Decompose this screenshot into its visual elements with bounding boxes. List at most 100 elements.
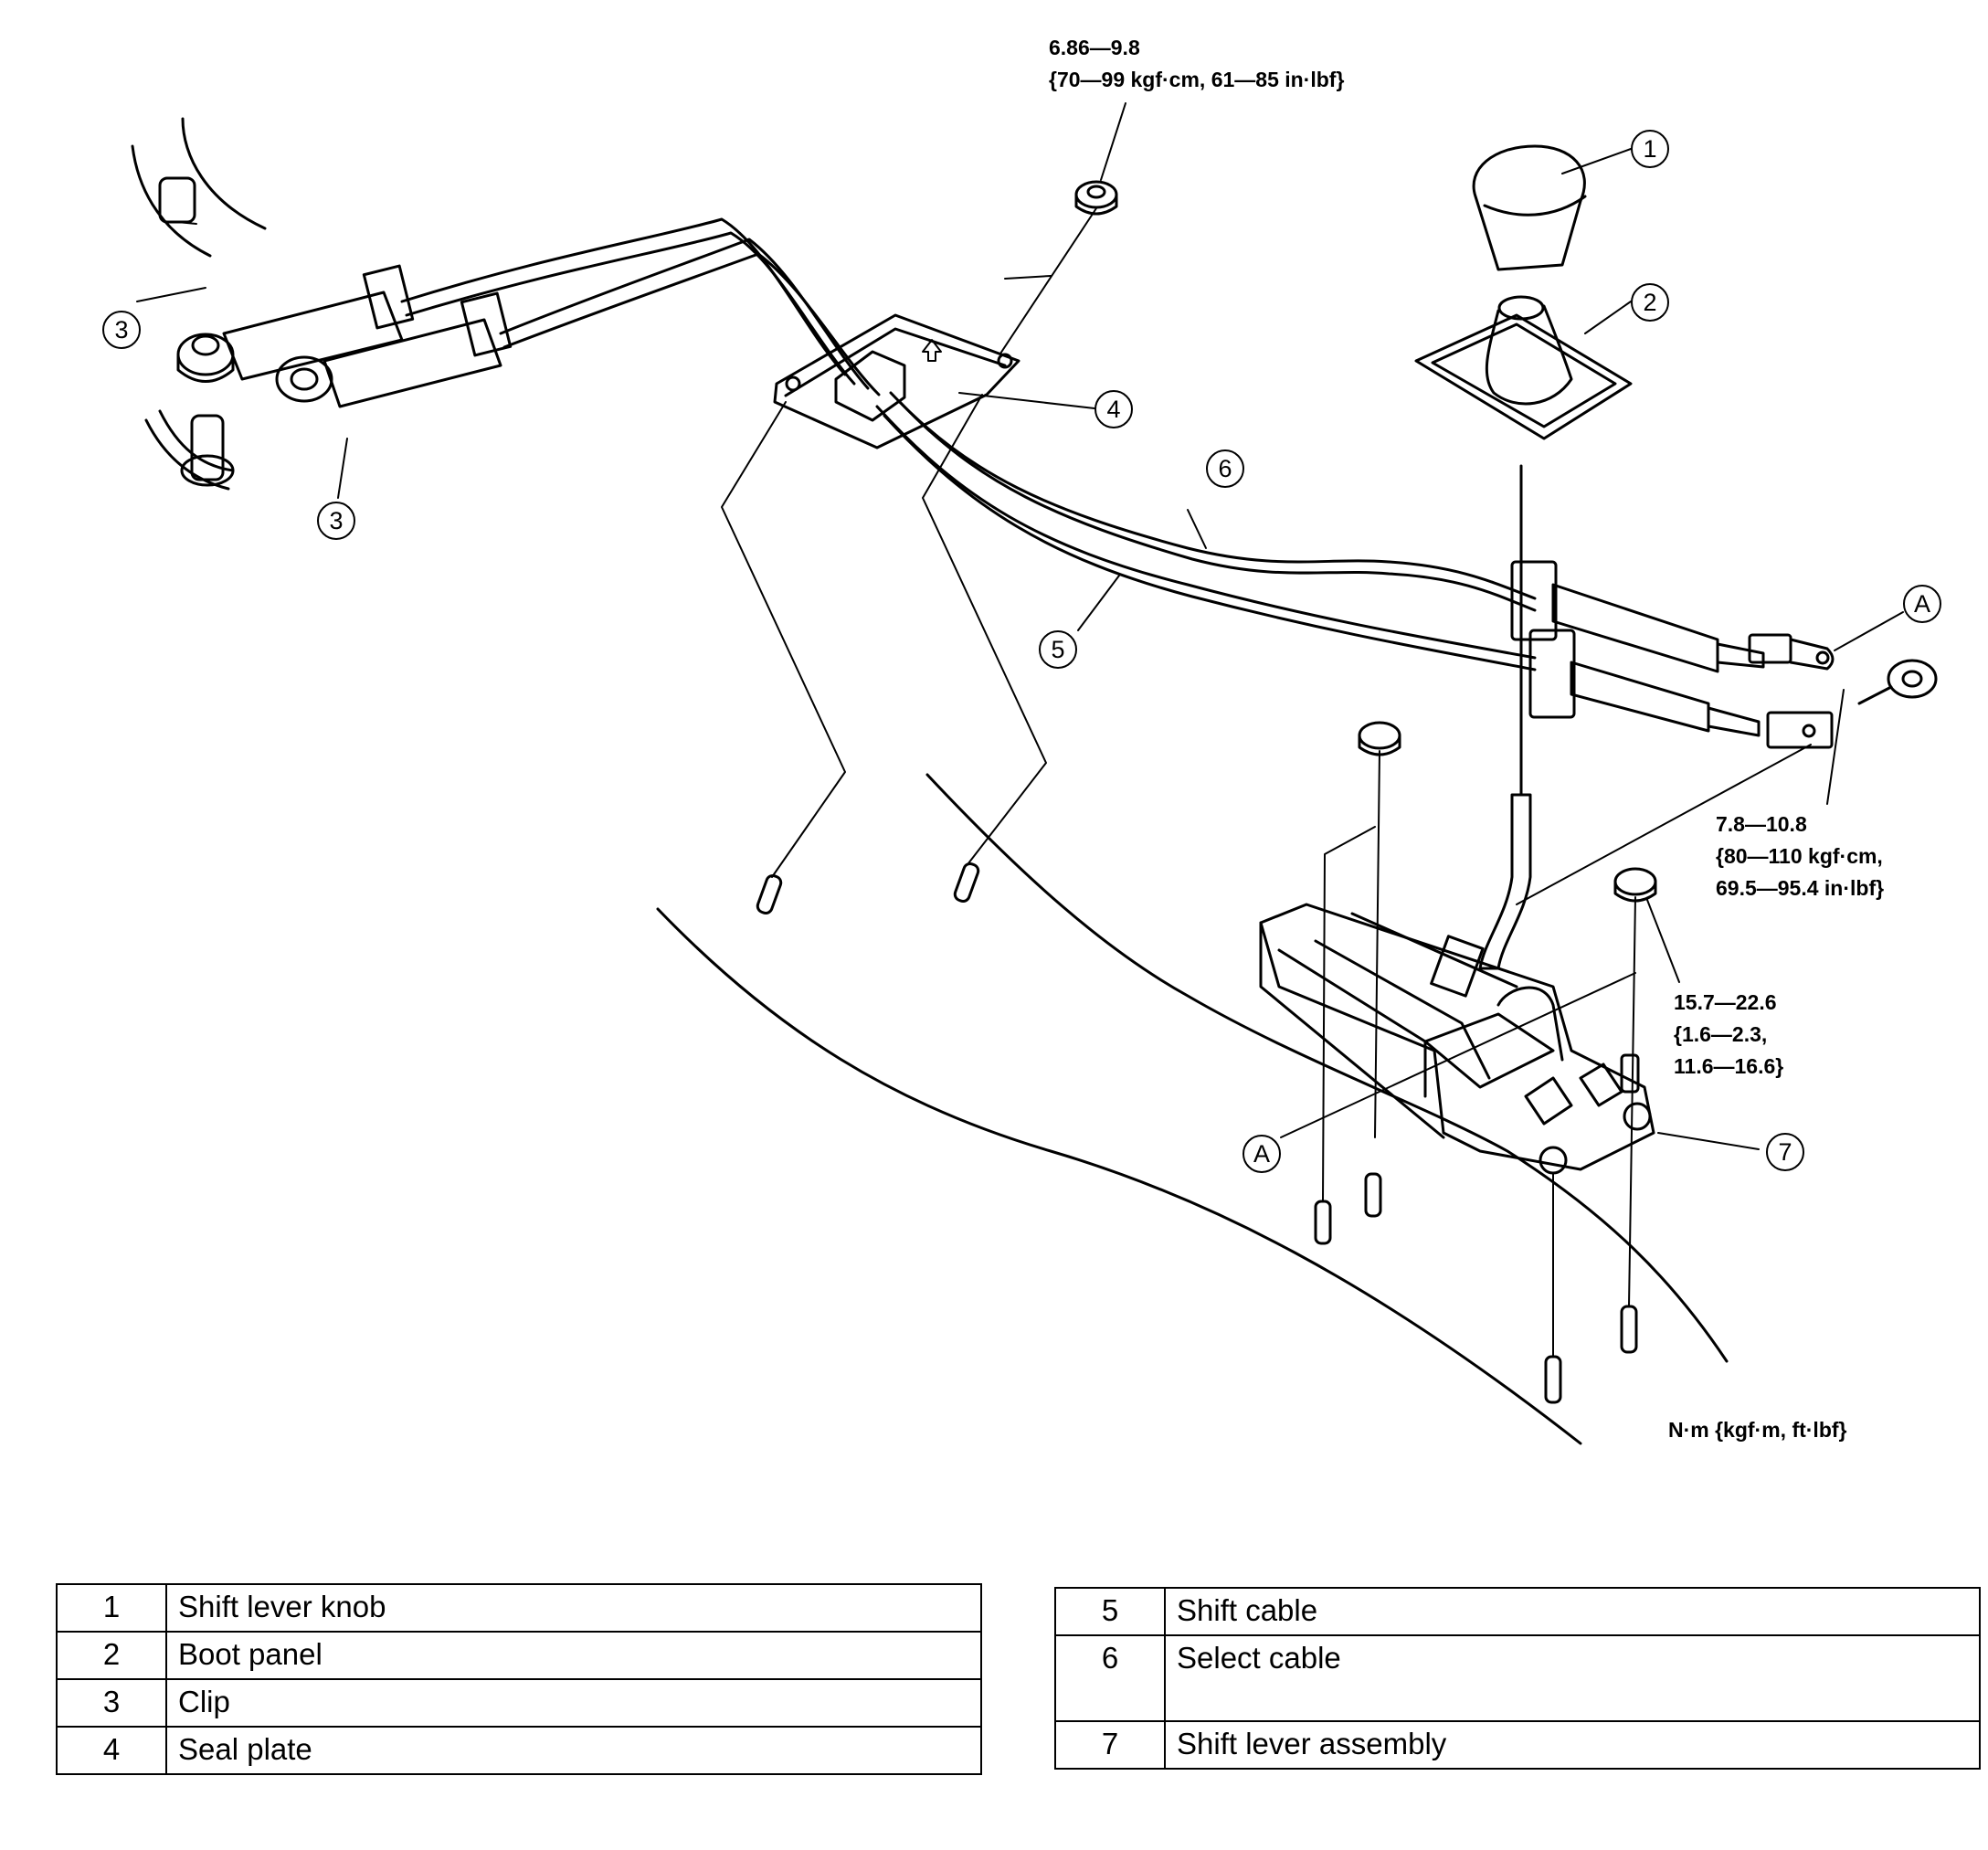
transmission-lever-outline <box>131 144 212 258</box>
legend-part-name: Boot panel <box>165 1631 982 1680</box>
exploded-view-drawing <box>131 102 1938 1445</box>
leader-line <box>1280 972 1636 1138</box>
seal-plate <box>773 313 1020 449</box>
lever-rod-shape <box>1478 793 1532 970</box>
stud <box>1364 1172 1382 1218</box>
legend-row: 7 Shift lever assembly <box>1054 1720 1981 1770</box>
stud <box>1620 1305 1638 1354</box>
seal-plate-grommet <box>834 350 906 422</box>
leader-line <box>1646 899 1680 983</box>
torque-line: 7.8—10.8 <box>1716 812 1807 836</box>
transmission-lever-outline <box>181 117 267 230</box>
leader-line <box>1187 509 1207 549</box>
callout-6: 6 <box>1206 449 1244 488</box>
torque-spec-cable-end: 7.8—10.8 {80—110 kgf·cm, 69.5—95.4 in·lb… <box>1716 809 1884 904</box>
legend-row: 6 Select cable <box>1054 1634 1981 1722</box>
torque-line: {1.6—2.3, <box>1674 1022 1768 1046</box>
legend-number: 1 <box>56 1583 167 1633</box>
callout-3-upper: 3 <box>102 311 141 349</box>
legend-number: 4 <box>56 1726 167 1775</box>
leader-line <box>136 287 206 302</box>
seal-plate-arrow <box>922 339 942 362</box>
leader-line <box>1561 148 1632 174</box>
cable-bracket <box>1510 560 1558 641</box>
torque-spec-lever: 15.7—22.6 {1.6—2.3, 11.6—16.6} <box>1674 987 1783 1083</box>
callout-a-lower: A <box>1242 1135 1281 1173</box>
assembly-bolt-hole <box>1539 1146 1568 1175</box>
leader-line <box>1657 1132 1760 1150</box>
leader-line <box>1826 689 1845 805</box>
select-cable-path <box>898 400 1537 612</box>
lever-pin <box>190 414 225 481</box>
leader-line <box>1834 611 1904 651</box>
legend-part-name: Select cable <box>1164 1634 1981 1722</box>
cable-casing-upper <box>222 291 404 381</box>
select-cable-path <box>889 391 1537 600</box>
callout-7: 7 <box>1766 1133 1804 1171</box>
parts-legend-right: 5 Shift cable 6 Select cable 7 Shift lev… <box>1054 1587 1981 1770</box>
shift-lever-assembly-shape <box>1259 903 1655 1171</box>
callout-a-upper: A <box>1903 585 1941 623</box>
leader-line <box>337 438 348 499</box>
callout-2: 2 <box>1631 283 1669 322</box>
floor-outline-curve <box>656 907 1582 1445</box>
legend-row: 3 Clip <box>56 1678 982 1728</box>
legend-row: 1 Shift lever knob <box>56 1583 982 1633</box>
installation-line <box>1628 896 1636 1307</box>
torque-line: 6.86—9.8 <box>1049 36 1140 59</box>
lever-assembly-nut <box>1358 721 1401 750</box>
torque-line: {70—99 kgf·cm, 61—85 in·lbf} <box>1049 68 1345 91</box>
assembly-bolt-hole <box>1623 1102 1652 1131</box>
callout-1: 1 <box>1631 130 1669 168</box>
lever-pin <box>158 176 196 224</box>
leader-line <box>1077 575 1120 631</box>
legend-number: 2 <box>56 1631 167 1680</box>
legend-number: 5 <box>1054 1587 1166 1636</box>
installation-line <box>721 401 846 878</box>
legend-part-name: Seal plate <box>165 1726 982 1775</box>
lever-assembly-nut <box>1613 867 1657 896</box>
stud <box>1544 1355 1562 1404</box>
legend-row: 5 Shift cable <box>1054 1587 1981 1636</box>
stud <box>953 862 980 903</box>
shift-cable-path <box>405 231 856 386</box>
torque-line: 15.7—22.6 <box>1674 990 1777 1014</box>
installation-line <box>999 207 1097 354</box>
leader-line <box>958 392 1095 409</box>
callout-4: 4 <box>1094 390 1133 428</box>
legend-row: 2 Boot panel <box>56 1631 982 1680</box>
lever-pin-head <box>180 454 235 487</box>
legend-number: 7 <box>1054 1720 1166 1770</box>
installation-line <box>1322 826 1376 1202</box>
cable-end-fitting <box>1766 711 1834 749</box>
torque-unit-note: N·m {kgf·m, ft·lbf} <box>1668 1414 1846 1446</box>
cable-bracket <box>460 291 513 357</box>
installation-line <box>922 394 1047 864</box>
select-cable-path <box>499 238 870 390</box>
callout-3-lower: 3 <box>317 502 355 540</box>
shift-cable-path <box>883 414 1537 671</box>
cable-end-nut <box>1887 659 1938 699</box>
cable-casing-lower <box>323 318 502 408</box>
legend-part-name: Shift lever knob <box>165 1583 982 1633</box>
torque-unit: N·m {kgf·m, ft·lbf} <box>1668 1418 1847 1442</box>
torque-line: 11.6—16.6} <box>1674 1054 1784 1078</box>
legend-part-name: Shift cable <box>1164 1587 1981 1636</box>
legend-row: 4 Seal plate <box>56 1726 982 1775</box>
stud <box>756 874 783 914</box>
installation-line <box>1374 750 1380 1138</box>
cable-bracket <box>362 264 415 330</box>
boot-panel-shape <box>1414 313 1633 440</box>
installation-line <box>1004 275 1052 280</box>
parts-legend-left: 1 Shift lever knob 2 Boot panel 3 Clip 4… <box>56 1583 982 1775</box>
torque-spec-upper: 6.86—9.8 {70—99 kgf·cm, 61—85 in·lbf} <box>1049 32 1344 96</box>
shift-cable-path <box>875 405 1537 660</box>
installation-line <box>1516 744 1812 905</box>
leader-line <box>1100 102 1126 181</box>
shift-lever-knob-shape <box>1472 144 1586 271</box>
leader-line <box>1584 301 1632 334</box>
legend-part-name: Clip <box>165 1678 982 1728</box>
legend-part-name: Shift lever assembly <box>1164 1720 1981 1770</box>
legend-number: 3 <box>56 1678 167 1728</box>
callout-5: 5 <box>1039 630 1077 669</box>
